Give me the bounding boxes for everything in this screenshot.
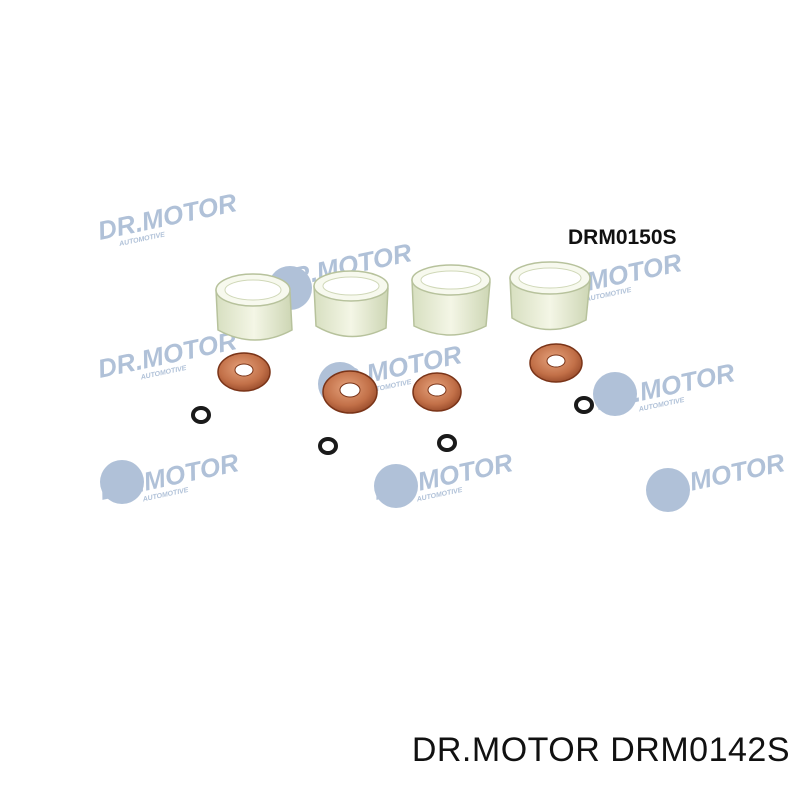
watermark-badge [593, 372, 637, 416]
copper-washer [217, 352, 271, 392]
o-ring [574, 396, 594, 414]
watermark-logo: DR.MOTOR AUTOMOTIVE [95, 187, 239, 248]
watermark-text: DR.MOTOR [95, 187, 239, 246]
product-caption: DR.MOTOR DRM0142S [411, 731, 790, 769]
sleeve [411, 264, 491, 336]
sleeve [215, 273, 293, 341]
watermark-badge [374, 464, 418, 508]
watermark-logo-group: DR.MOTOR AUTOMOTIVE DR.MOTOR AUTOMOTIVE … [95, 187, 787, 512]
o-ring [191, 406, 211, 424]
watermark-logo: DR.MOTOR AUTOMOTIVE [95, 325, 239, 384]
sleeve [509, 261, 591, 331]
sleeve [313, 270, 389, 338]
o-ring [318, 437, 338, 455]
watermark-badge [646, 468, 690, 512]
watermark-badge [100, 460, 144, 504]
copper-washer [529, 343, 583, 383]
copper-washer [412, 372, 462, 412]
part-code-label: DRM0150S [568, 226, 677, 249]
o-ring [437, 434, 457, 452]
copper-washer [322, 370, 378, 414]
